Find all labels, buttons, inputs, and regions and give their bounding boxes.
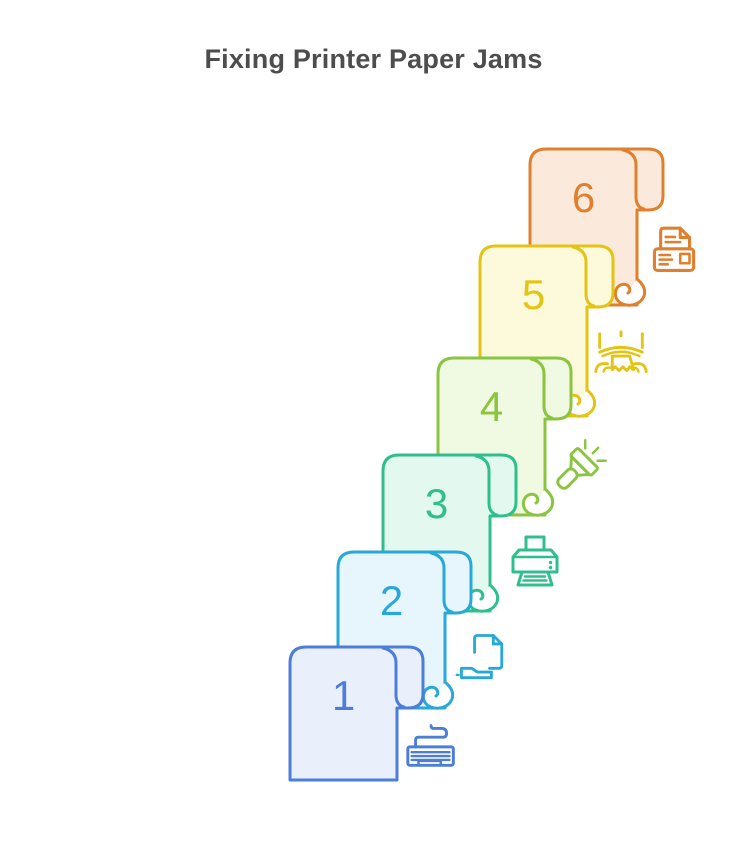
step-number: 6	[571, 174, 596, 221]
printer-with-paper-icon	[652, 226, 696, 273]
step-number: 4	[479, 383, 504, 430]
keyboard-cable-icon	[406, 724, 455, 767]
flashlight-icon	[556, 439, 607, 490]
page-title: Fixing Printer Paper Jams	[204, 44, 543, 74]
paper-and-tray-icon	[455, 634, 504, 680]
step-number: 2	[379, 577, 404, 624]
step-number: 1	[331, 672, 356, 719]
wipe-hands-icon	[594, 330, 648, 374]
scroll-paper-shape	[288, 645, 425, 782]
step-number: 5	[521, 271, 546, 318]
printer-icon	[511, 535, 559, 587]
step-number: 3	[424, 480, 449, 527]
